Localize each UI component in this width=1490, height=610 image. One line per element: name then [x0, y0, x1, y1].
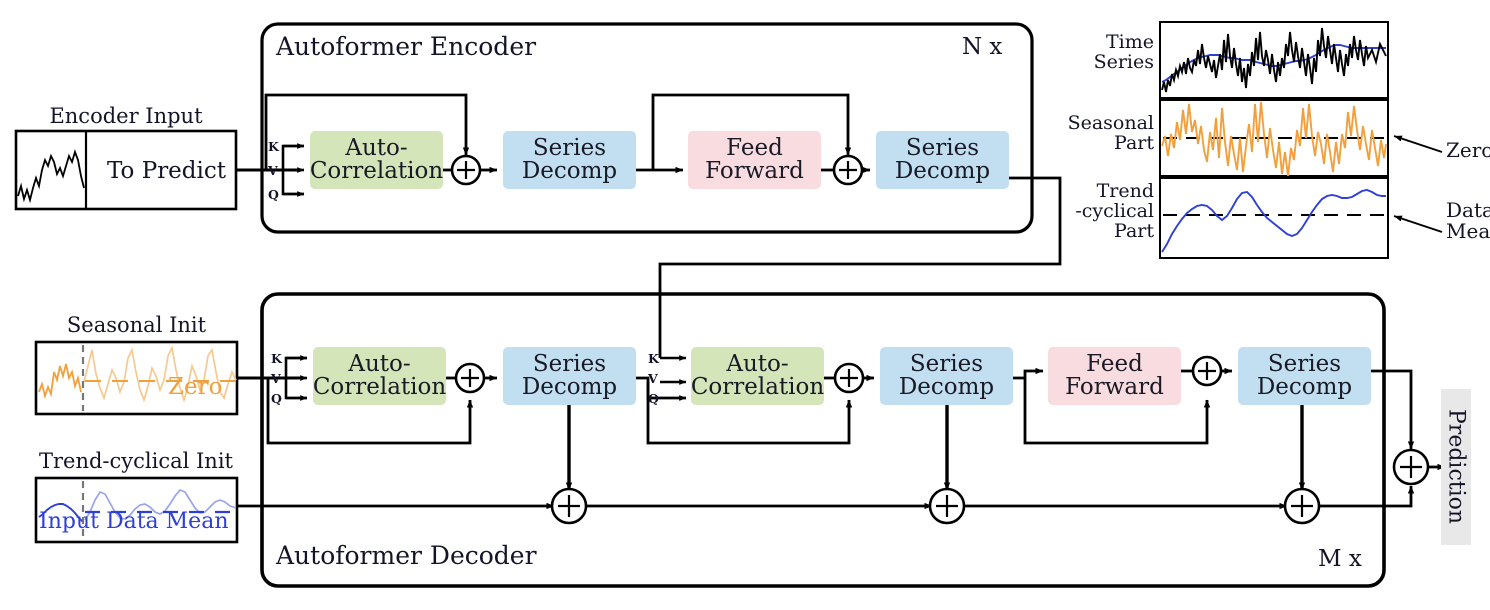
dec2-label-q: Q — [648, 391, 659, 406]
dec-residual-3 — [1023, 378, 1211, 445]
dec-auto-correlation-1-block[interactable] — [313, 347, 446, 405]
seasonal-init-title: Seasonal Init — [66, 313, 207, 337]
panel-seasonal-plot — [1161, 101, 1387, 176]
enc-auto-correlation-block[interactable] — [310, 131, 443, 189]
panel-trend-label: Trend -cyclical Part — [1046, 180, 1154, 242]
dec-residual-1 — [266, 378, 474, 445]
enc-residual-2 — [651, 93, 852, 170]
to-predict-label: To Predict — [107, 158, 226, 184]
data-mean-annotation-arrow — [1393, 215, 1443, 233]
dec1-label-k: K — [271, 351, 282, 366]
seasonal-init-inset — [38, 345, 237, 411]
panel-time-series-box — [1159, 21, 1389, 99]
encoder-title: Autoformer Encoder — [276, 32, 537, 61]
dec-decomp2-to-ff — [1013, 367, 1044, 380]
encoder-repeat-label: N x — [962, 34, 1003, 60]
dec-feed-forward-block[interactable] — [1048, 347, 1181, 405]
dec1-label-v: V — [271, 371, 281, 386]
enc-feed-forward-block[interactable] — [688, 131, 821, 189]
enc-residual-1 — [264, 93, 470, 170]
dec-residual-2 — [646, 382, 853, 445]
panel-trend-plot — [1161, 189, 1386, 253]
enc-label-v: V — [268, 163, 278, 178]
zero-annotation-label: Zero — [1446, 138, 1490, 162]
p3-l2: -cyclical — [1075, 199, 1154, 222]
trend-init-inset — [38, 481, 237, 539]
p2-l2: Part — [1114, 131, 1154, 154]
p2-l1: Seasonal — [1067, 112, 1154, 134]
decoder-title: Autoformer Decoder — [276, 541, 537, 570]
zero-annotation-arrow — [1393, 135, 1443, 153]
panel-trend-box — [1159, 177, 1389, 259]
p3-l3: Part — [1114, 219, 1154, 242]
dec2-label-k: K — [648, 351, 659, 366]
trend-init-title: Trend-cyclical Init — [38, 449, 233, 473]
trend-to-final-adder — [1319, 485, 1415, 508]
encoder-output-to-decoder-crossattn — [658, 176, 1062, 358]
enc-series-decomp-1-block[interactable] — [503, 131, 636, 189]
panel-time-series-label: Time Series — [1060, 31, 1154, 73]
encoder-input-sparkline — [17, 149, 85, 204]
enc-label-q: Q — [268, 187, 279, 202]
dec1-label-q: Q — [271, 391, 282, 406]
dm-l2: Mean — [1446, 219, 1490, 243]
dec-decomp3-to-final-adder — [1371, 369, 1415, 450]
p1-l2: Series — [1093, 50, 1154, 73]
enc-series-decomp-2-block[interactable] — [876, 131, 1009, 189]
p3-l1: Trend — [1096, 180, 1154, 202]
encoder-input-box — [14, 129, 238, 211]
prediction-output-label: Prediction — [1441, 389, 1471, 545]
data-mean-annotation-label: Data Mean — [1446, 200, 1490, 242]
dec-auto-correlation-2-block[interactable] — [691, 347, 824, 405]
decoder-repeat-label: M x — [1318, 546, 1362, 572]
trend-init-box — [34, 476, 239, 544]
p1-l1: Time — [1105, 31, 1154, 53]
encoder-input-title: Encoder Input — [49, 104, 203, 128]
panel-seasonal-label: Seasonal Part — [1046, 112, 1154, 154]
dec-series-decomp-1-block[interactable] — [503, 347, 636, 405]
dec-series-decomp-3-block[interactable] — [1238, 347, 1371, 405]
dec-series-decomp-2-block[interactable] — [880, 347, 1013, 405]
enc-label-k: K — [268, 139, 279, 154]
dec2-label-v: V — [648, 371, 658, 386]
panel-time-series-plot — [1161, 27, 1387, 93]
dm-l1: Data — [1446, 198, 1490, 222]
